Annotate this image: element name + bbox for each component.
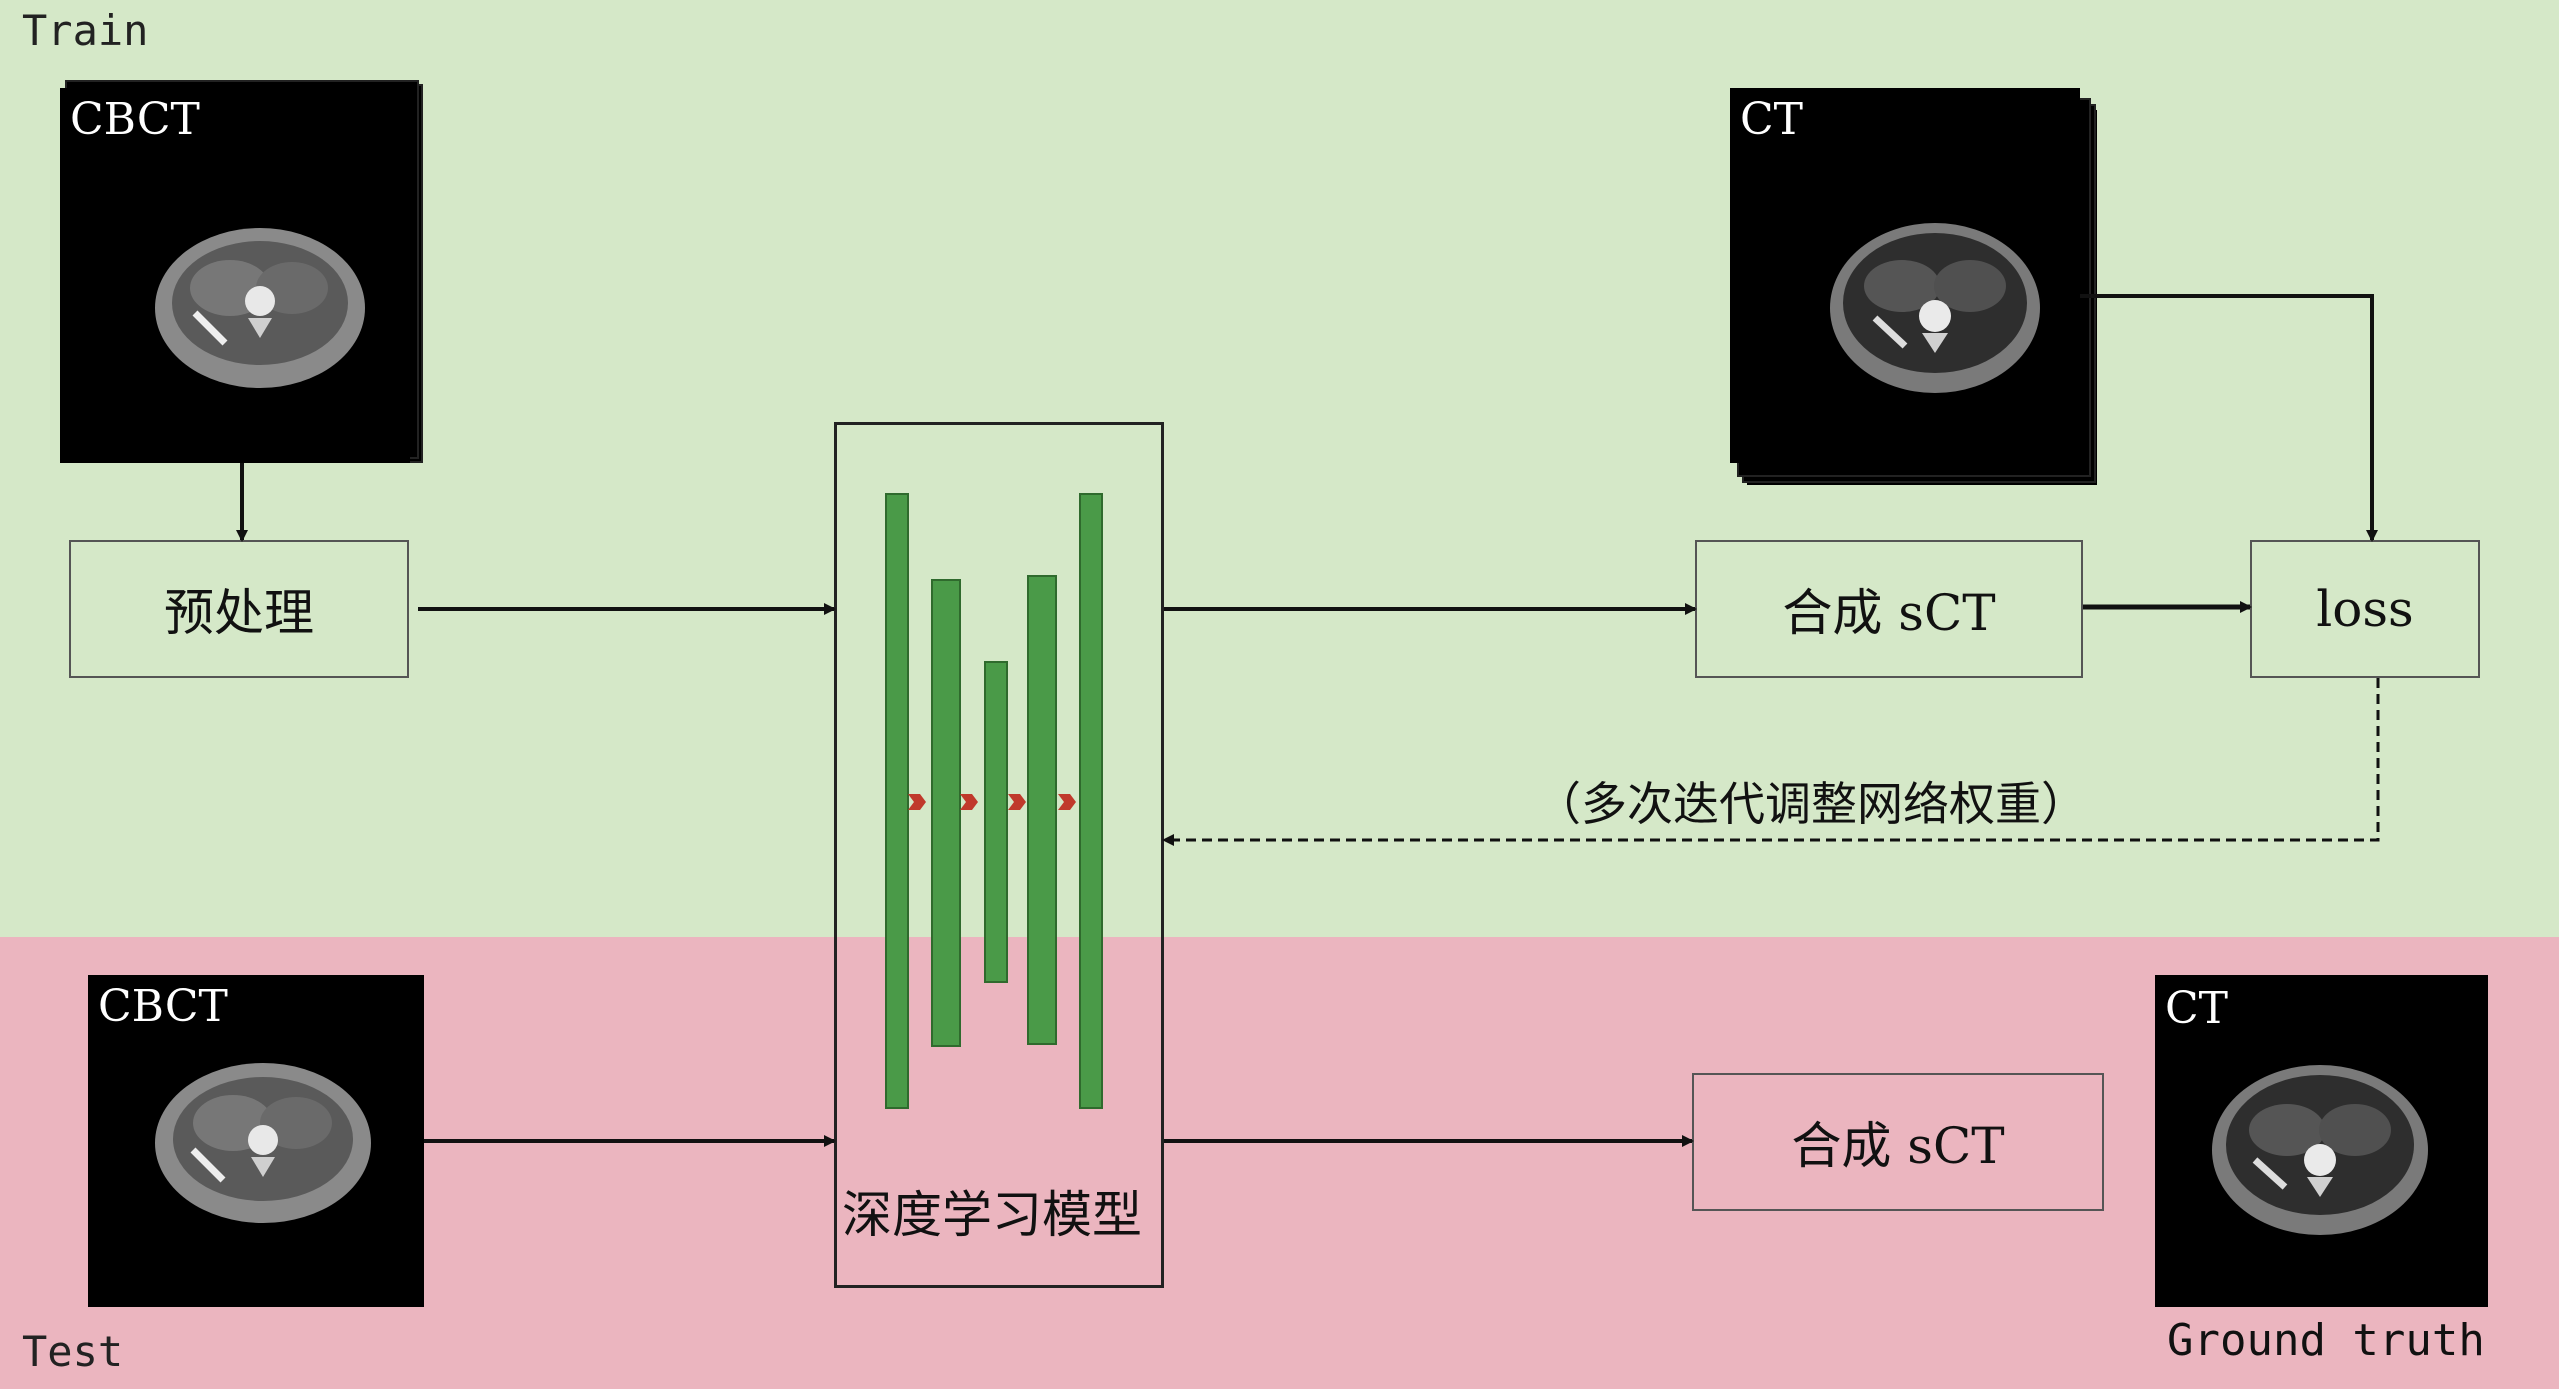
test-cbct-image: CBCT (88, 975, 424, 1307)
train-ct-label: CT (1740, 94, 1804, 145)
encoder-layer (931, 579, 961, 1047)
preprocess-label: 预处理 (164, 584, 314, 642)
skip-arrow-icon (908, 794, 926, 810)
test-ct-image: CT (2155, 975, 2488, 1307)
train-cbct-image: CBCT (60, 88, 410, 463)
bottleneck-layer (984, 661, 1008, 983)
train-section (0, 0, 2559, 937)
skip-connection-arrows (908, 794, 1076, 810)
test-cbct-label: CBCT (98, 981, 228, 1032)
feedback-dashed-arrow (1162, 678, 2380, 846)
ct-scan-icon (1830, 223, 2040, 393)
skip-arrow-icon (1008, 794, 1026, 810)
ct-scan-icon (2212, 1065, 2428, 1235)
test-sct-box: 合成 sCT (1692, 1073, 2104, 1211)
feedback-note: （多次迭代调整网络权重） (1535, 777, 2087, 831)
cbct-scan-icon (155, 1063, 371, 1223)
ground-truth-label: Ground truth (2167, 1315, 2485, 1366)
test-ct-label: CT (2165, 983, 2229, 1034)
encoder-layer (885, 493, 909, 1109)
deep-learning-model-box (834, 422, 1164, 1288)
train-sct-box: 合成 sCT (1695, 540, 2083, 678)
decoder-layer (1079, 493, 1103, 1109)
model-label: 深度学习模型 (842, 1186, 1142, 1244)
skip-arrow-icon (1058, 794, 1076, 810)
test-sct-label: 合成 sCT (1791, 1117, 2005, 1175)
loss-label: loss (2316, 580, 2414, 638)
skip-arrow-icon (960, 794, 978, 810)
train-ct-image: CT (1730, 88, 2080, 463)
train-label: Train (22, 6, 149, 55)
train-sct-label: 合成 sCT (1782, 584, 1996, 642)
network-layers (885, 493, 1103, 1109)
cbct-scan-icon (155, 228, 365, 388)
decoder-layer (1027, 575, 1057, 1045)
arrow-ct-to-loss (2080, 294, 2378, 542)
test-section (0, 937, 2559, 1389)
train-cbct-label: CBCT (70, 94, 200, 145)
test-label: Test (22, 1327, 124, 1376)
